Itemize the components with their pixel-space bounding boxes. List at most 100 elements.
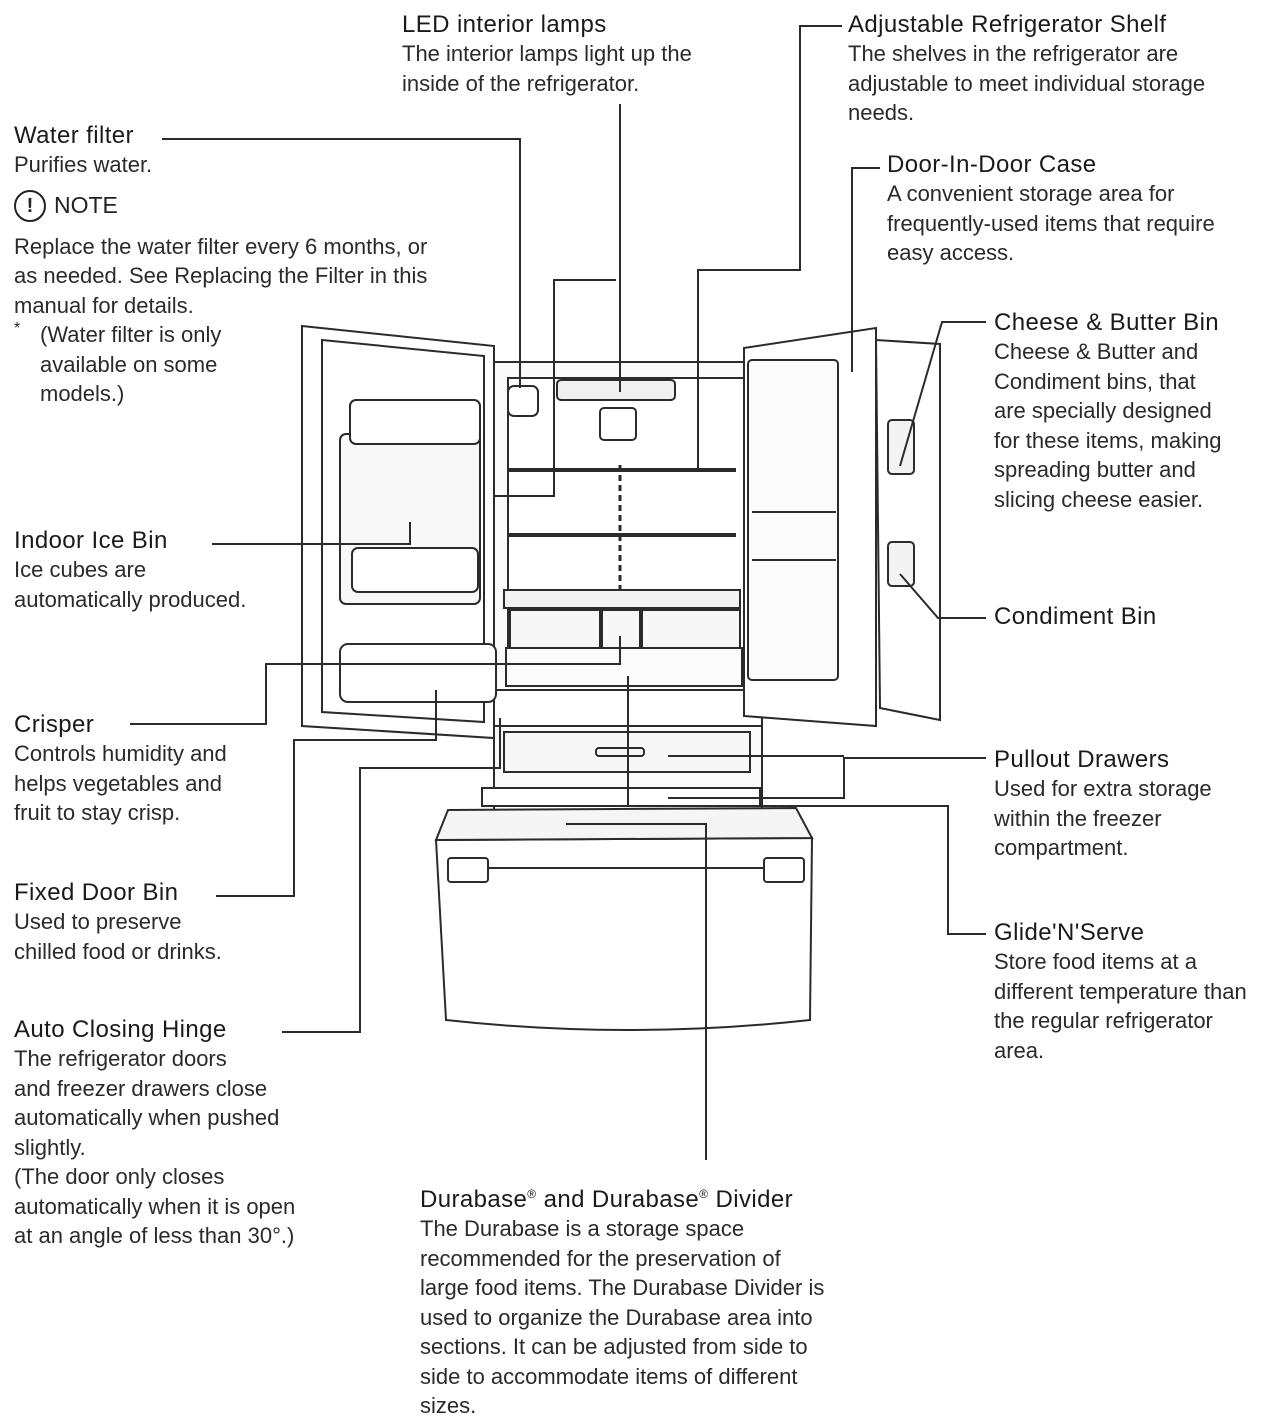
callout-line: and freezer drawers close [14,1075,268,1101]
fixed-door-bin [339,643,497,703]
callout-line: needs. [848,100,915,125]
callout-line: A convenient storage area for [887,181,1175,206]
callout-water-filter: Water filter Purifies water. ! NOTE Repl… [14,121,427,409]
callout-line: (The door only closes [14,1164,225,1189]
shelf-lower [503,589,741,609]
callout-indoor-ice-bin: Indoor Ice Bin Ice cubes are automatical… [14,526,246,614]
callout-line: spreading butter and [994,457,1196,482]
leader-ice-b [494,279,616,497]
callout-line: Cheese & Butter and [994,339,1199,364]
callout-line: Used to preserve [14,909,182,934]
callout-line: at an angle of less than 30°.) [14,1223,295,1248]
callout-glide-n-serve: Glide'N'Serve Store food items at a diff… [994,918,1247,1065]
callout-line: fruit to stay crisp. [14,800,181,825]
callout-adjustable-shelf: Adjustable Refrigerator Shelf The shelve… [848,10,1205,128]
note-line: models.) [40,381,125,406]
note-heading: ! NOTE [14,189,427,222]
note-label: NOTE [54,192,118,218]
callout-title: Indoor Ice Bin [14,527,168,554]
callout-line: automatically when pushed [14,1105,280,1130]
callout-line: within the freezer [994,805,1162,831]
note-line: as needed. See Replacing the Filter in t… [14,263,428,288]
callout-line: frequently-used items that require [887,210,1215,236]
leader-lines [130,25,986,1160]
callout-line: chilled food or drinks. [14,938,222,964]
callout-line: Ice cubes are [14,557,147,582]
callout-pullout-drawers: Pullout Drawers Used for extra storage w… [994,745,1212,863]
callout-title: Glide'N'Serve [994,919,1145,946]
callout-title: Fixed Door Bin [14,879,179,906]
condiment-bin [887,541,915,587]
callout-line: slightly. [14,1134,86,1160]
callout-condiment-bin: Condiment Bin [994,602,1157,631]
callout-title: Water filter [14,122,134,149]
callout-auto-closing-hinge: Auto Closing Hinge The refrigerator door… [14,1015,295,1251]
callout-durabase: Durabase® and Durabase® Divider The Dura… [420,1180,824,1421]
callout-door-in-door: Door-In-Door Case A convenient storage a… [887,150,1215,268]
callout-line: sections. It can be adjusted from side t… [420,1334,808,1359]
callout-line: The Durabase is a storage space [420,1216,745,1241]
warning-icon: ! [14,189,46,222]
freezer-drawer [434,836,814,1031]
door-in-door-case [747,359,839,681]
leader-fixed [216,690,437,897]
callout-crisper: Crisper Controls humidity and helps vege… [14,710,227,828]
callout-title: Condiment Bin [994,603,1157,630]
far-right-door [874,338,941,722]
leader-durabase [566,823,707,1160]
freezer-handle-left [447,857,489,883]
callout-line: different temperature than [994,978,1247,1004]
note-asterisk: * [14,320,21,337]
callout-led-interior-lamps: LED interior lamps The interior lamps li… [402,10,692,98]
note-footnote: * (Water filter is only available on som… [14,320,427,409]
callout-line: automatically when it is open [14,1193,296,1219]
callout-title: LED interior lamps [402,11,607,38]
door-bin-top [349,399,481,445]
leader-crisper [130,636,621,725]
note-line: (Water filter is only [40,322,222,347]
freezer-handle-right [763,857,805,883]
door-bin-middle [351,547,479,593]
callout-line: used to organize the Durabase area into [420,1304,813,1330]
callout-line: area. [994,1037,1045,1063]
callout-line: the regular refrigerator [994,1008,1213,1033]
callout-line: inside of the refrigerator. [402,70,640,96]
callout-title: Adjustable Refrigerator Shelf [848,11,1167,38]
glide-n-serve-drawer [505,647,743,687]
leader-ice [212,522,411,545]
note-line: manual for details. [14,292,194,318]
callout-line: The shelves in the refrigerator are [848,41,1179,66]
callout-line: Condiment bins, that [994,368,1196,394]
callout-line: Purifies water. [14,152,153,177]
durabase-title-a: Durabase [420,1186,528,1213]
durabase-title-b: and Durabase [536,1186,700,1213]
callout-line: sizes. [420,1393,477,1418]
cheese-bin [887,419,915,475]
leader-glide [627,676,986,935]
callout-line: Store food items at a [994,949,1197,974]
leader-door-in-door [851,167,880,372]
callout-line: compartment. [994,835,1129,860]
callout-line: The refrigerator doors [14,1046,227,1071]
refrigerator-illustration [301,324,941,1031]
leader-water [162,138,521,388]
note-line: Replace the water filter every 6 months,… [14,233,428,259]
note-line: available on some [40,351,218,377]
callout-line: Controls humidity and [14,741,227,766]
callout-fixed-door-bin: Fixed Door Bin Used to preserve chilled … [14,878,222,966]
callout-line: for these items, making [994,427,1222,453]
durabase-title-c: Divider [708,1186,793,1213]
callout-line: large food items. The Durabase Divider i… [420,1275,825,1300]
callout-title: Durabase® and Durabase® Divider [420,1180,824,1214]
callout-title: Pullout Drawers [994,746,1170,773]
callout-line: The interior lamps light up the [402,41,692,66]
leader-shelf [697,25,842,470]
callout-line: are specially designed [994,398,1212,423]
callout-line: slicing cheese easier. [994,486,1204,512]
registered-mark: ® [527,1187,537,1201]
registered-mark: ® [699,1187,709,1201]
callout-title: Door-In-Door Case [887,151,1097,178]
callout-line: recommended for the preservation of [420,1245,781,1271]
leader-hinge [282,718,501,1033]
